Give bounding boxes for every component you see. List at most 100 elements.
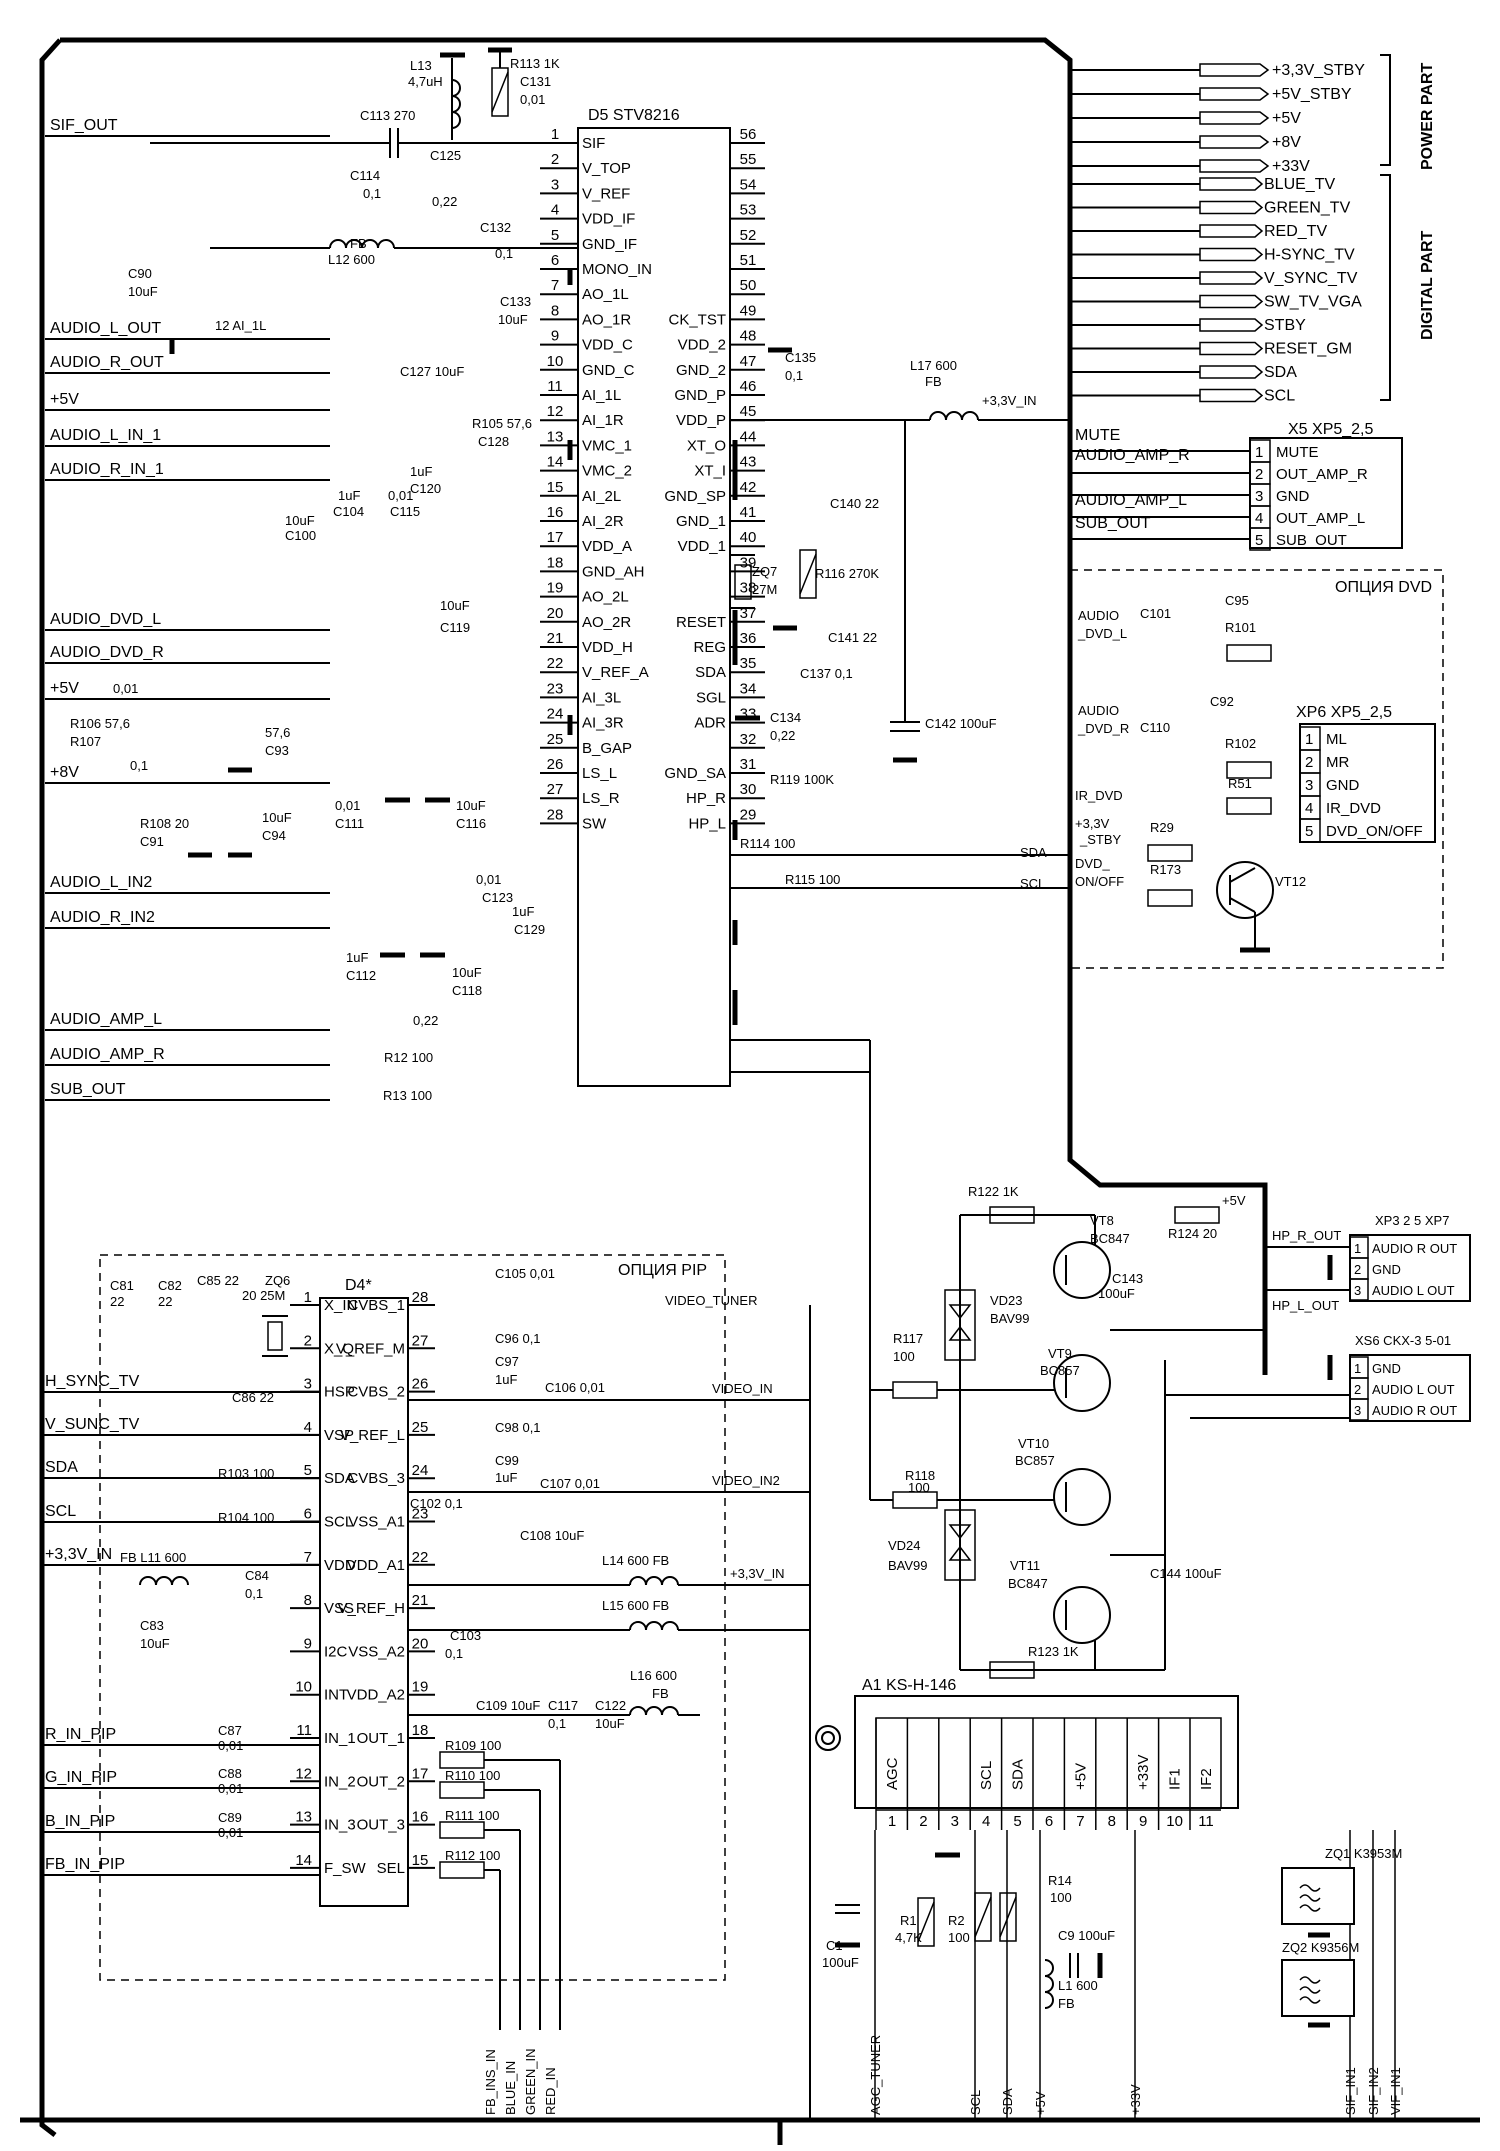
component-label: 10uF <box>452 965 482 980</box>
x5-pin-number: 4 <box>1255 510 1263 527</box>
pip-pin-name: I2C <box>324 1643 348 1660</box>
pip-pin-number: 27 <box>412 1332 429 1349</box>
pin-name: AI_3R <box>582 715 624 732</box>
component-label: R105 57,6 <box>472 416 532 431</box>
pin-name: VDD_C <box>582 337 633 354</box>
zq1-body <box>1281 1867 1355 1925</box>
component-label: C111 <box>335 816 364 831</box>
pip-label: L16 600 <box>630 1668 677 1683</box>
pip-label: 10uF <box>595 1716 625 1731</box>
xp3-pin-number: 2 <box>1354 1262 1361 1277</box>
pip-label: C83 <box>140 1618 164 1633</box>
pip-net-label: V_SUNC_TV <box>45 1416 140 1433</box>
net-label: +5V <box>50 391 79 408</box>
pip-pin-number: 12 <box>295 1765 312 1782</box>
net-label: +5V <box>50 680 79 697</box>
tuner-pin-name: IF2 <box>1198 1768 1215 1790</box>
pip-pin-name: V_REF_H <box>337 1600 405 1617</box>
component-label: C141 22 <box>828 630 877 645</box>
pip-pin-number: 11 <box>296 1722 312 1739</box>
tuner-pin-number: 4 <box>982 1813 990 1830</box>
hp-label: BAV99 <box>888 1558 928 1573</box>
pip-pin-number: 8 <box>304 1592 312 1609</box>
pin-number: 15 <box>547 479 564 496</box>
pip-label: 0,1 <box>445 1646 463 1661</box>
component-label: 10uF <box>456 798 486 813</box>
pip-pin-number: 28 <box>412 1289 429 1306</box>
tuner-label: 100 <box>948 1930 970 1945</box>
xp6-body <box>1299 723 1436 843</box>
pin-name: GND_IF <box>582 236 637 253</box>
pip-net-label: H_SYNC_TV <box>45 1373 140 1390</box>
component-label: C142 100uF <box>925 716 997 731</box>
resistor-r113 <box>488 47 512 117</box>
pin-name: SGL <box>696 689 726 706</box>
net-label: AUDIO_L_IN2 <box>50 874 152 891</box>
component-label: 0,01 <box>335 798 360 813</box>
ic-body <box>577 127 731 1087</box>
component-label: 10uF <box>440 598 470 613</box>
pip-pin-number: 19 <box>412 1679 429 1696</box>
pip-label: 1uF <box>495 1470 517 1485</box>
ground-bars <box>169 270 797 1025</box>
pin-name: GND_SP <box>664 488 726 505</box>
component-label: R108 20 <box>140 816 189 831</box>
hp-label: HP_L_OUT <box>1272 1298 1339 1313</box>
component-label: L12 600 <box>328 252 375 267</box>
pip-pin-number: 20 <box>412 1635 429 1652</box>
pin-name: AI_1L <box>582 387 621 404</box>
pip-pin-name: OUT_1 <box>357 1730 405 1747</box>
component-label: C133 <box>500 294 531 309</box>
component-label: R107 <box>70 734 101 749</box>
pip-label: VIDEO_IN2 <box>712 1473 780 1488</box>
net-label: AUDIO_L_OUT <box>50 320 161 337</box>
inductor-l12 <box>210 239 578 249</box>
pip-label: C108 10uF <box>520 1528 584 1543</box>
hp-label: C144 100uF <box>1150 1566 1222 1581</box>
pin-number: 22 <box>547 655 564 672</box>
pip-pin-number: 10 <box>295 1679 312 1696</box>
component-label: C131 <box>520 74 551 89</box>
x5-net-label: MUTE <box>1075 427 1120 444</box>
pin-number: 9 <box>551 328 559 345</box>
hp-label: BAV99 <box>990 1311 1030 1326</box>
xp3-pin-number: 3 <box>1354 1283 1361 1298</box>
pin-number: 45 <box>740 403 757 420</box>
hp-label: 100uF <box>1098 1286 1135 1301</box>
tuner-label: R14 <box>1048 1873 1072 1888</box>
x5-net-label: AUDIO_AMP_L <box>1075 492 1187 509</box>
x5-pin-name: OUT_AMP_L <box>1276 510 1365 527</box>
component-label: 0,1 <box>130 758 148 773</box>
component-label: R119 100K <box>770 772 834 787</box>
pip-label: C109 10uF <box>476 1698 540 1713</box>
digital-signal: RESET_GM <box>1264 341 1352 358</box>
pip-pin-name: VSS <box>324 1600 354 1617</box>
digital-signal: GREEN_TV <box>1264 200 1351 217</box>
component-label: +3,3V_IN <box>982 393 1037 408</box>
pin-number: 30 <box>740 781 757 798</box>
pin-number: 36 <box>740 630 757 647</box>
tuner-parts <box>815 1725 1103 2009</box>
pip-pin-name: X_Q <box>324 1340 354 1357</box>
tuner-pin-name: SCL <box>978 1761 995 1790</box>
component-label: 0,01 <box>520 92 545 107</box>
pip-pin-number: 22 <box>412 1549 429 1566</box>
net-label: AUDIO_R_IN_1 <box>50 461 164 478</box>
net-label: AUDIO_L_IN_1 <box>50 427 161 444</box>
net-label: AUDIO_AMP_R <box>50 1046 165 1063</box>
pin-number: 37 <box>740 605 757 622</box>
pip-pin-number: 15 <box>412 1852 429 1869</box>
pip-output-resistors <box>439 1751 561 2030</box>
xp6-pin-number: 5 <box>1305 823 1313 840</box>
component-label: C137 0,1 <box>800 666 853 681</box>
hp-transistors <box>959 1214 1265 1671</box>
pin-name: VMC_1 <box>582 437 632 454</box>
pin-name: GND_C <box>582 362 635 379</box>
component-label: 10uF <box>498 312 528 327</box>
pip-label: 0,01 <box>218 1781 243 1796</box>
digital-signal: RED_TV <box>1264 223 1327 240</box>
ic-left-pins: 1SIF2V_TOP3V_REF4VDD_IF5GND_IF6MONO_IN7A… <box>540 126 652 832</box>
pip-label: VIDEO_IN <box>712 1381 773 1396</box>
pip-pin-number: 16 <box>412 1809 429 1826</box>
